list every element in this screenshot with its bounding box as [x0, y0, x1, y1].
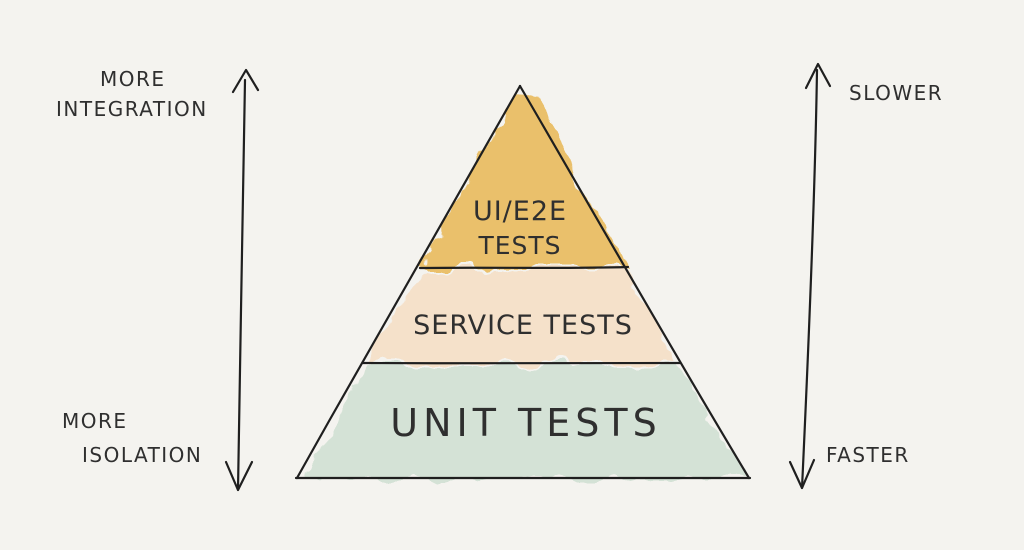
pyramid-outline [294, 84, 752, 480]
tier-middle-fill [365, 270, 674, 364]
tier-labels: UI/E2E TESTS SERVICE TESTS UNIT TESTS [390, 196, 661, 445]
left-top-label-line1: MORE [100, 67, 166, 91]
tier-divider-bottom [361, 361, 682, 365]
left-bottom-label-line1: MORE [62, 409, 128, 433]
left-axis: MORE INTEGRATION MORE ISOLATION [56, 67, 260, 492]
tier-divider-top [418, 265, 630, 270]
left-axis-arrow-down-icon [224, 460, 254, 492]
right-bottom-label: FASTER [826, 443, 910, 467]
pyramid-left-edge [295, 84, 522, 480]
right-axis-arrow-down-icon [788, 458, 816, 490]
tier-bottom-label: UNIT TESTS [390, 401, 661, 445]
left-bottom-label-line2: ISOLATION [82, 443, 202, 467]
right-axis-arrow-up-icon [804, 62, 832, 90]
pyramid-right-edge [518, 84, 751, 480]
tier-bottom-fill [300, 366, 746, 478]
pyramid-fills [300, 92, 746, 478]
left-top-label-line2: INTEGRATION [56, 97, 208, 121]
left-axis-line [236, 78, 247, 492]
tier-middle-label: SERVICE TESTS [413, 310, 633, 341]
right-axis-line [800, 68, 819, 490]
tier-top-label-line1: UI/E2E [473, 196, 567, 227]
right-axis: SLOWER FASTER [788, 62, 943, 490]
pyramid-base [294, 476, 752, 480]
tier-top-fill [420, 92, 628, 268]
right-top-label: SLOWER [849, 81, 943, 105]
left-axis-arrow-up-icon [231, 68, 260, 94]
tier-top-label-line2: TESTS [477, 231, 561, 260]
